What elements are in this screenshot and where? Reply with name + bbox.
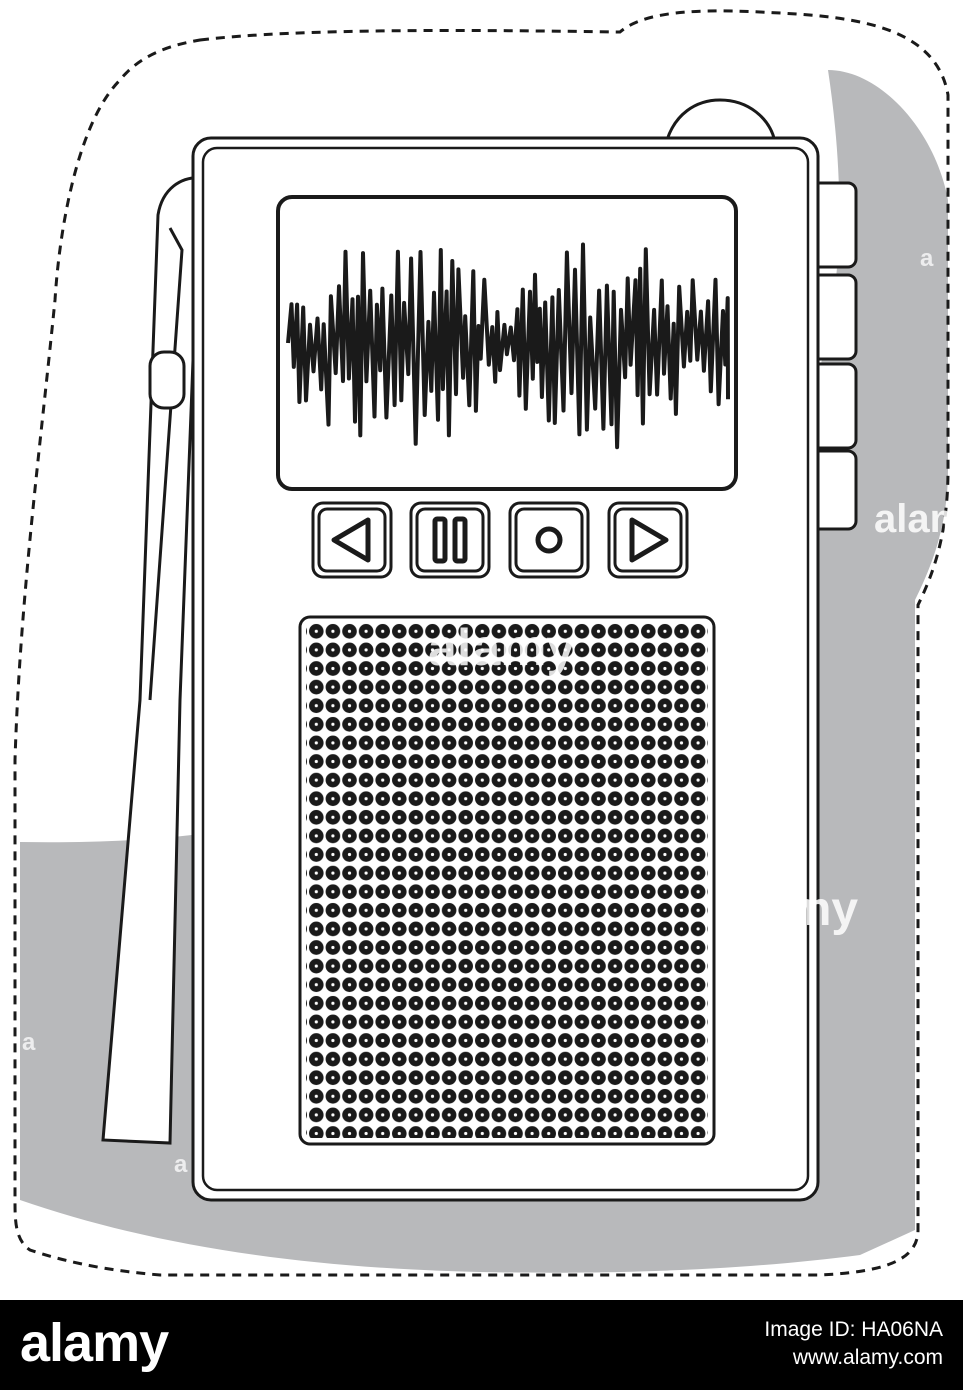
watermark-fragments: a a a a a a a bbox=[22, 245, 934, 1178]
device-body-inner bbox=[201, 146, 810, 1192]
watermark-fragment: a bbox=[472, 1151, 486, 1178]
knob bbox=[664, 98, 777, 144]
footer-url: www.alamy.com bbox=[792, 1346, 943, 1369]
waveform bbox=[286, 242, 730, 450]
stock-footer: alamy Image ID: HA06NA www.alamy.com bbox=[0, 1300, 963, 1390]
voice-recorder-illustration: alamy alamy alamy a a a a a a a bbox=[13, 9, 963, 1277]
watermark-fragment: a bbox=[774, 1151, 788, 1178]
side-buttons bbox=[806, 181, 858, 531]
waveform-trace bbox=[286, 242, 730, 450]
image-id-label: Image ID: HA06NA bbox=[764, 1318, 943, 1341]
watermark-fragment: a bbox=[770, 637, 784, 664]
watermark-fragment: a bbox=[920, 1029, 934, 1056]
watermark: alamy bbox=[428, 619, 576, 677]
strap bbox=[101, 176, 207, 1145]
watermark-fragment: a bbox=[920, 245, 934, 272]
pause-button bbox=[409, 501, 491, 579]
rewind-button bbox=[311, 501, 393, 579]
watermark-group: alamy alamy alamy bbox=[428, 497, 963, 936]
record-icon bbox=[535, 526, 563, 554]
watermark-fragment: a bbox=[22, 1029, 36, 1056]
footer-logo: alamy bbox=[20, 1313, 169, 1373]
watermark-fragment: a bbox=[174, 1151, 188, 1178]
play-button bbox=[607, 501, 689, 579]
record-button bbox=[508, 501, 590, 579]
sticker-outline bbox=[13, 9, 950, 1277]
rewind-icon bbox=[331, 517, 371, 563]
watermark: alamy bbox=[722, 883, 858, 936]
play-icon bbox=[629, 517, 669, 563]
pause-icon bbox=[432, 516, 468, 564]
watermark: alamy bbox=[874, 497, 963, 541]
speaker-grille-dots bbox=[306, 622, 708, 1138]
